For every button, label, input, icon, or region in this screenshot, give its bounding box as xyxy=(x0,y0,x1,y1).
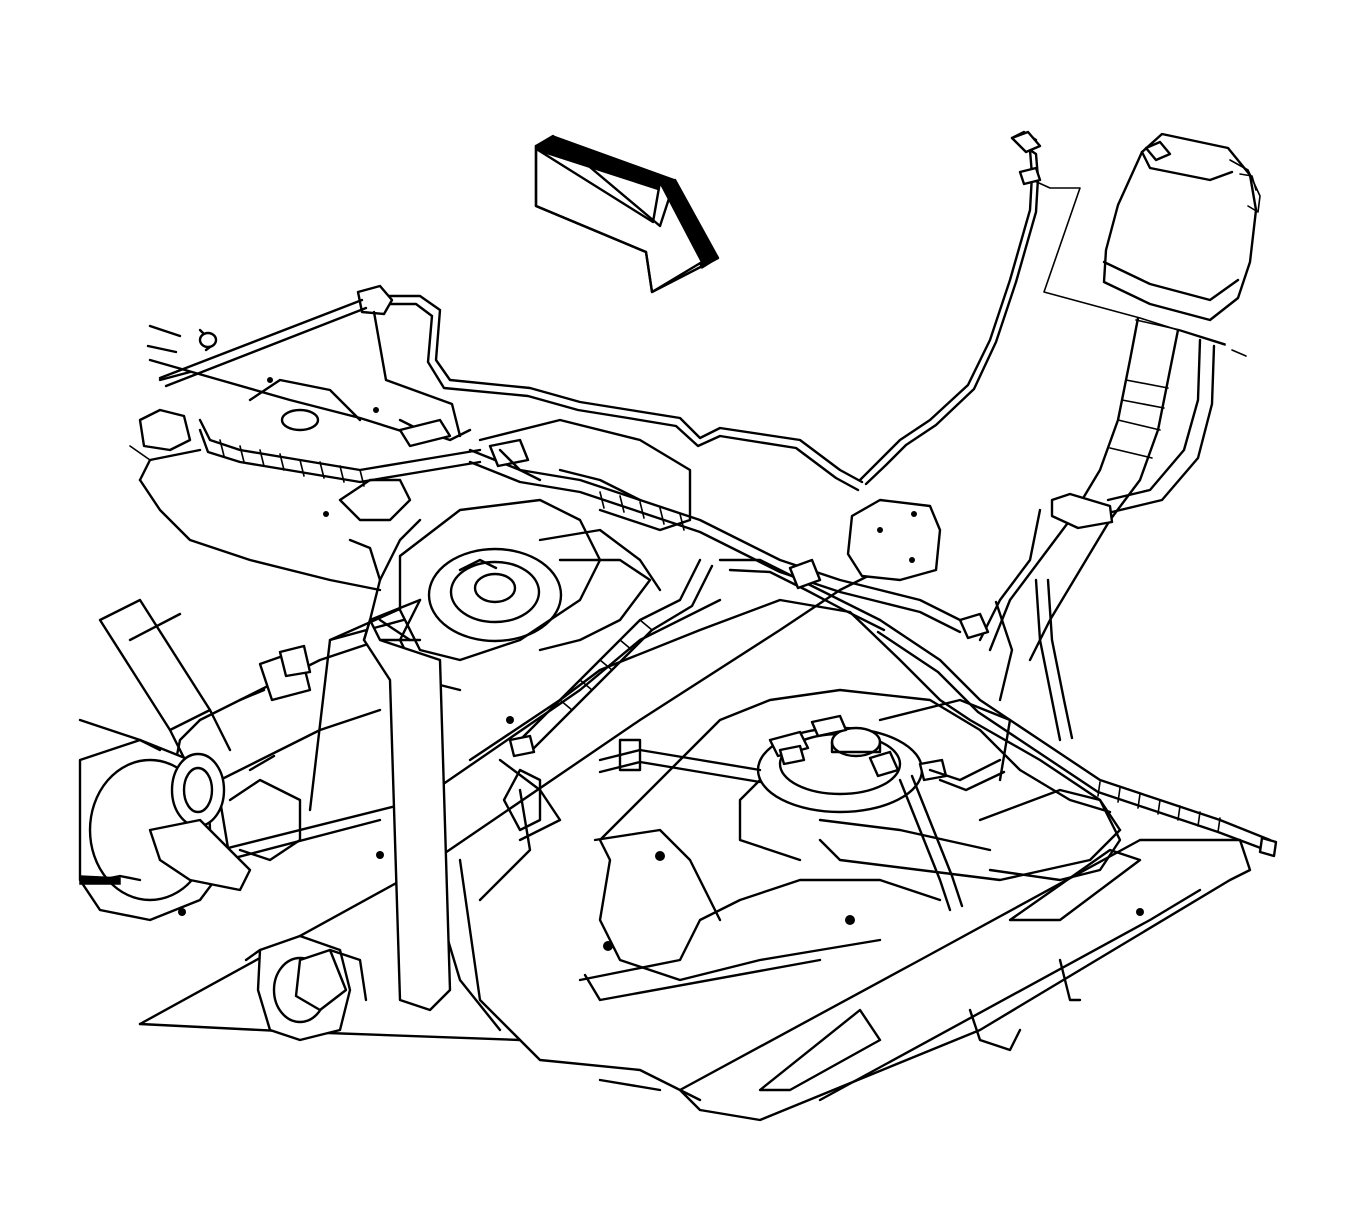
tank-strap xyxy=(362,598,642,1012)
fuel-filler-neck xyxy=(978,316,1216,742)
wiring-harness xyxy=(198,418,1278,858)
body-panel-upper-left xyxy=(129,324,472,592)
leaf-spring-mount xyxy=(244,934,368,1042)
differential xyxy=(78,718,252,922)
frame-crossmember xyxy=(598,838,1252,1122)
rear-axle xyxy=(170,638,422,862)
shock-absorber xyxy=(98,598,232,772)
fuel-tank xyxy=(428,598,1122,1102)
wire-lead-connector xyxy=(1010,130,1042,186)
evap-vent-line xyxy=(158,130,1247,492)
fuel-pump-module xyxy=(738,714,1006,912)
spare-tire-carrier xyxy=(368,498,662,692)
fuel-tank-filler-pipe-housing xyxy=(1102,132,1261,345)
direction-arrow xyxy=(534,134,720,294)
body-bracket-center xyxy=(478,418,942,582)
